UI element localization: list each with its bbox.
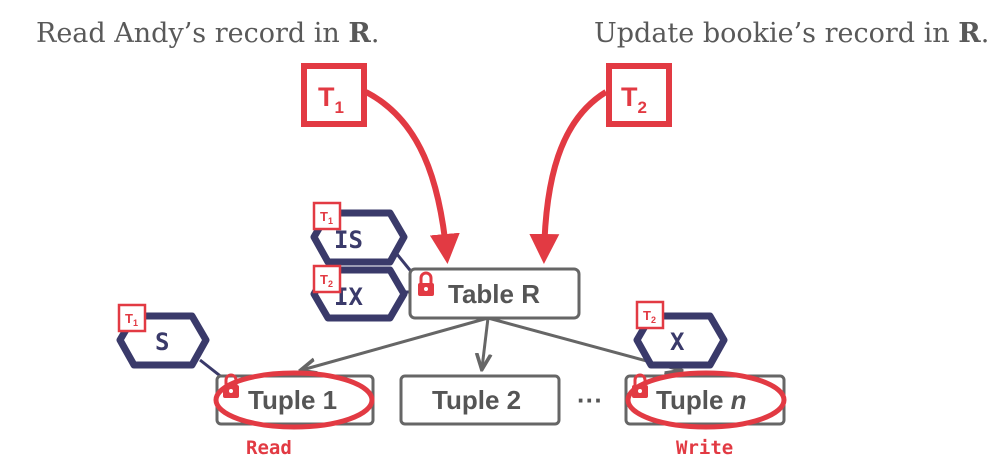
svg-text:T1: T1 [318, 82, 344, 117]
table-r-node: Table R [408, 267, 581, 320]
tuplen-node: Tuple n [624, 374, 786, 426]
tuplen-write-highlight [625, 370, 787, 430]
padlock-icon [632, 373, 648, 398]
svg-text:X: X [670, 328, 685, 356]
edge-table-tuple1 [302, 316, 489, 370]
svg-text:Tuple n: Tuple n [656, 385, 747, 415]
svg-text:S: S [155, 328, 169, 356]
transaction-t1: T1 [301, 63, 367, 127]
svg-text:T2: T2 [621, 82, 647, 117]
padlock-icon [223, 373, 239, 398]
caption-right: Update bookie’s record in R. [594, 18, 988, 49]
tuple-ellipsis: ··· [577, 385, 603, 415]
svg-text:T2: T2 [643, 308, 656, 325]
t2-arrow [529, 89, 608, 264]
edge-table-tuple2 [482, 317, 488, 368]
caption-left: Read Andy’s record in R. [36, 18, 379, 49]
write-label: Write [676, 437, 733, 459]
tuple1-read-highlight [213, 370, 375, 430]
svg-text:IS: IS [334, 226, 363, 254]
lock-ix-holder-tag: T2 [312, 264, 342, 294]
svg-text:T2: T2 [320, 272, 333, 289]
svg-text:T1: T1 [320, 209, 333, 226]
padlock-icon [418, 271, 434, 296]
lock-is-holder-tag: T1 [312, 201, 342, 231]
t1-arrow [364, 89, 460, 264]
read-label: Read [246, 437, 292, 459]
tuple2-node: Tuple 2 [399, 374, 561, 426]
lock-x-holder-tag: T2 [635, 300, 665, 330]
lock-s-holder-tag: T1 [117, 303, 147, 333]
svg-text:Tuple 1: Tuple 1 [248, 385, 337, 415]
svg-text:Table R: Table R [448, 279, 540, 309]
svg-text:Tuple 2: Tuple 2 [432, 385, 521, 415]
svg-text:T1: T1 [125, 311, 138, 328]
transaction-t2: T2 [606, 63, 672, 127]
